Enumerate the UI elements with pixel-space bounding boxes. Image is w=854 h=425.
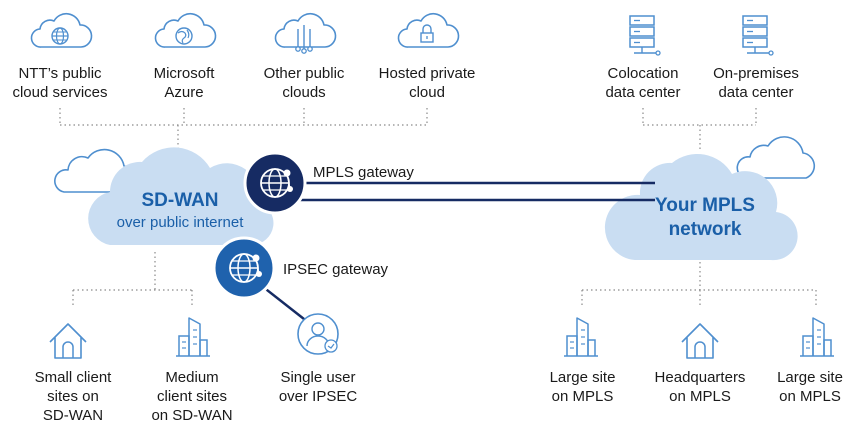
sdwan-title: SD-WAN <box>141 190 219 211</box>
buildings-icon <box>563 317 599 357</box>
sdwan-cloud <box>88 147 274 245</box>
lock-cloud-icon <box>397 12 460 48</box>
user-globe-icon <box>297 313 339 355</box>
server-rack-icon <box>629 15 661 56</box>
top-left-connector <box>59 108 428 152</box>
azure-cloud-icon <box>154 12 217 48</box>
outline-cloud-decor <box>736 136 816 179</box>
globe-cloud-icon <box>30 12 93 48</box>
bottom-left-connector <box>72 252 193 305</box>
mpls-cloud <box>604 153 798 261</box>
ipsec-gateway-node <box>212 236 276 300</box>
sdwan-subtitle: over public internet <box>116 214 244 231</box>
house-icon <box>49 323 87 359</box>
network-cloud-icon <box>274 12 337 54</box>
top-right-connector <box>642 108 757 150</box>
buildings-icon <box>799 317 835 357</box>
ipsec-gateway-label: IPSEC gateway <box>283 261 389 278</box>
house-icon <box>681 323 719 359</box>
bottom-right-connector <box>581 262 817 305</box>
buildings-icon <box>175 317 211 357</box>
server-rack-icon <box>742 15 774 56</box>
mpls-gateway-label: MPLS gateway <box>313 164 414 181</box>
mpls-gateway-node <box>243 151 307 215</box>
